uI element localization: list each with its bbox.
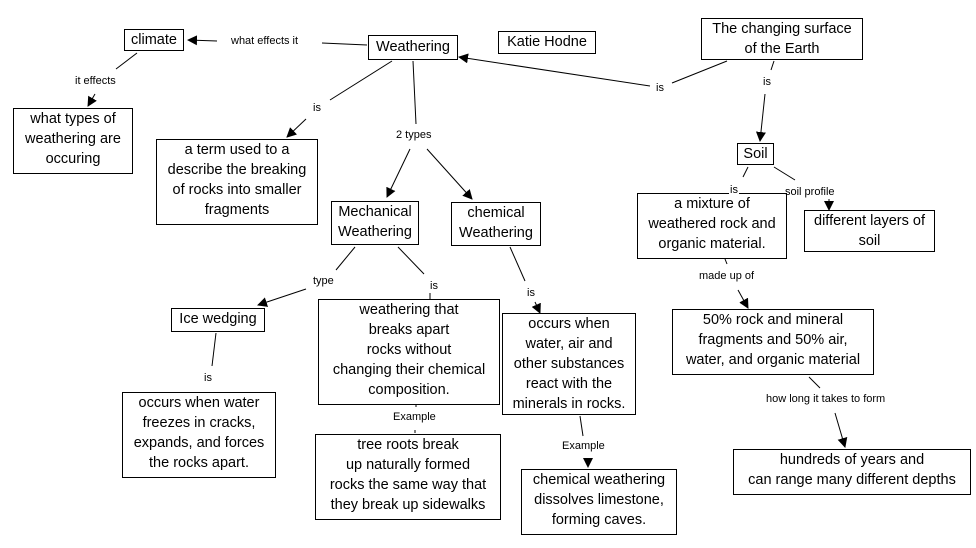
connector-is-term [286, 118, 307, 138]
connector-weathering-2types [412, 60, 417, 125]
link-label-soil-profile: soil profile [785, 186, 835, 198]
link-label-is-soil: is [762, 76, 772, 89]
node-climate[interactable]: climate [124, 29, 184, 51]
connector-climate-label [115, 52, 138, 70]
node-mechanical-definition[interactable]: weathering that breaks apart rocks witho… [318, 299, 500, 405]
node-soil-layers[interactable]: different layers of soil [804, 210, 935, 252]
connector-madeup-percent [737, 289, 749, 309]
node-chemical-example[interactable]: chemical weathering dissolves limestone,… [521, 469, 677, 535]
connector-mech-type [335, 246, 356, 271]
connector-surface-is [671, 60, 728, 84]
connector-soil-profile [773, 166, 796, 181]
connector-percent-howlong [808, 376, 821, 389]
link-label-example-mech: Example [392, 411, 437, 424]
node-term-definition[interactable]: a term used to a describe the breaking o… [156, 139, 318, 225]
connector-weathering-label [321, 42, 368, 46]
link-label-is-chem: is [526, 287, 536, 300]
connector-soil-is [742, 166, 749, 178]
connector-label-climate [187, 35, 218, 46]
connector-is-chemdef [531, 301, 541, 314]
connector-type-ice [257, 288, 307, 307]
node-tree-roots-example[interactable]: tree roots break up naturally formed roc… [315, 434, 501, 520]
link-label-example-chem: Example [561, 440, 606, 453]
connector-label-types [87, 93, 97, 107]
node-author[interactable]: Katie Hodne [498, 31, 596, 54]
connector-mixture-madeup [724, 258, 728, 265]
node-soil-composition[interactable]: 50% rock and mineral fragments and 50% a… [672, 309, 874, 375]
connector-is-soil [755, 93, 766, 142]
node-chemical-definition[interactable]: occurs when water, air and other substan… [502, 313, 636, 415]
node-ice-wedging[interactable]: Ice wedging [171, 308, 265, 332]
link-label-2-types: 2 types [395, 129, 433, 142]
node-types-occurring[interactable]: what types of weathering are occuring [13, 108, 133, 174]
connector-2types-chem [426, 148, 473, 200]
node-changing-surface[interactable]: The changing surface of the Earth [701, 18, 863, 60]
node-soil-mixture[interactable]: a mixture of weathered rock and organic … [637, 193, 787, 259]
link-label-is-mixture: is [729, 184, 739, 197]
link-label-is-mech: is [429, 280, 439, 293]
link-label-is-term: is [312, 102, 322, 115]
link-label-how-long: how long it takes to form [765, 393, 887, 406]
connector-howlong-hundreds [834, 412, 848, 448]
node-weathering[interactable]: Weathering [368, 35, 458, 60]
link-label-type: type [312, 275, 335, 288]
node-soil[interactable]: Soil [737, 143, 774, 165]
connector-ice-is [211, 332, 217, 367]
node-ice-wedging-definition[interactable]: occurs when water freezes in cracks, exp… [122, 392, 276, 478]
connector-is-weathering [458, 53, 651, 87]
node-chemical-weathering[interactable]: chemical Weathering [451, 202, 541, 246]
link-label-is-weathering: is [655, 82, 665, 95]
link-label-made-up-of: made up of [698, 270, 756, 283]
connector-surface-is2 [770, 60, 775, 71]
connector-chemdef-example [579, 415, 584, 437]
link-label-it-effects: it effects [74, 75, 117, 88]
node-formation-time[interactable]: hundreds of years and can range many dif… [733, 449, 971, 495]
node-mechanical-weathering[interactable]: Mechanical Weathering [331, 201, 419, 245]
connector-2types-mech [386, 148, 411, 198]
connector-weathering-is [329, 60, 393, 101]
connector-chem-is [509, 246, 526, 282]
link-label-what-effects-it: what effects it [230, 35, 300, 48]
connector-mech-is [397, 246, 425, 275]
link-label-is-ice: is [203, 372, 213, 385]
